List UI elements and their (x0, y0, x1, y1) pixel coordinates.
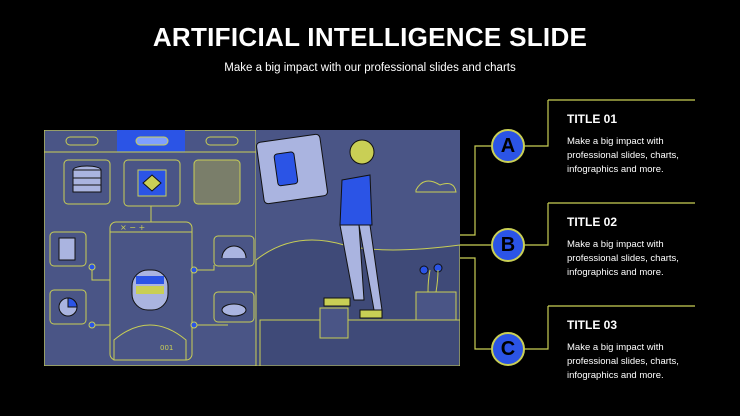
item-a-title: TITLE 01 (567, 112, 618, 126)
item-c-title: TITLE 03 (567, 318, 618, 332)
item-a-text: Make a big impact with professional slid… (567, 136, 679, 175)
item-b-text: Make a big impact with professional slid… (567, 239, 679, 278)
slide-subtitle: Make a big impact with our professional … (224, 62, 516, 74)
top-toolbar (44, 130, 256, 153)
slide-title: ARTIFICIAL INTELLIGENCE SLIDE (152, 22, 588, 52)
item-c-badge: C (491, 332, 525, 366)
item-c-text: Make a big impact with professional slid… (567, 342, 679, 381)
item-b-title: TITLE 02 (567, 215, 618, 229)
ai-illustration: × − + 001 (44, 130, 460, 366)
item-b-badge: B (491, 228, 525, 262)
item-a-badge: A (491, 129, 525, 163)
svg-text:× − +: × − + (120, 223, 145, 232)
robot-label: 001 (160, 344, 173, 352)
